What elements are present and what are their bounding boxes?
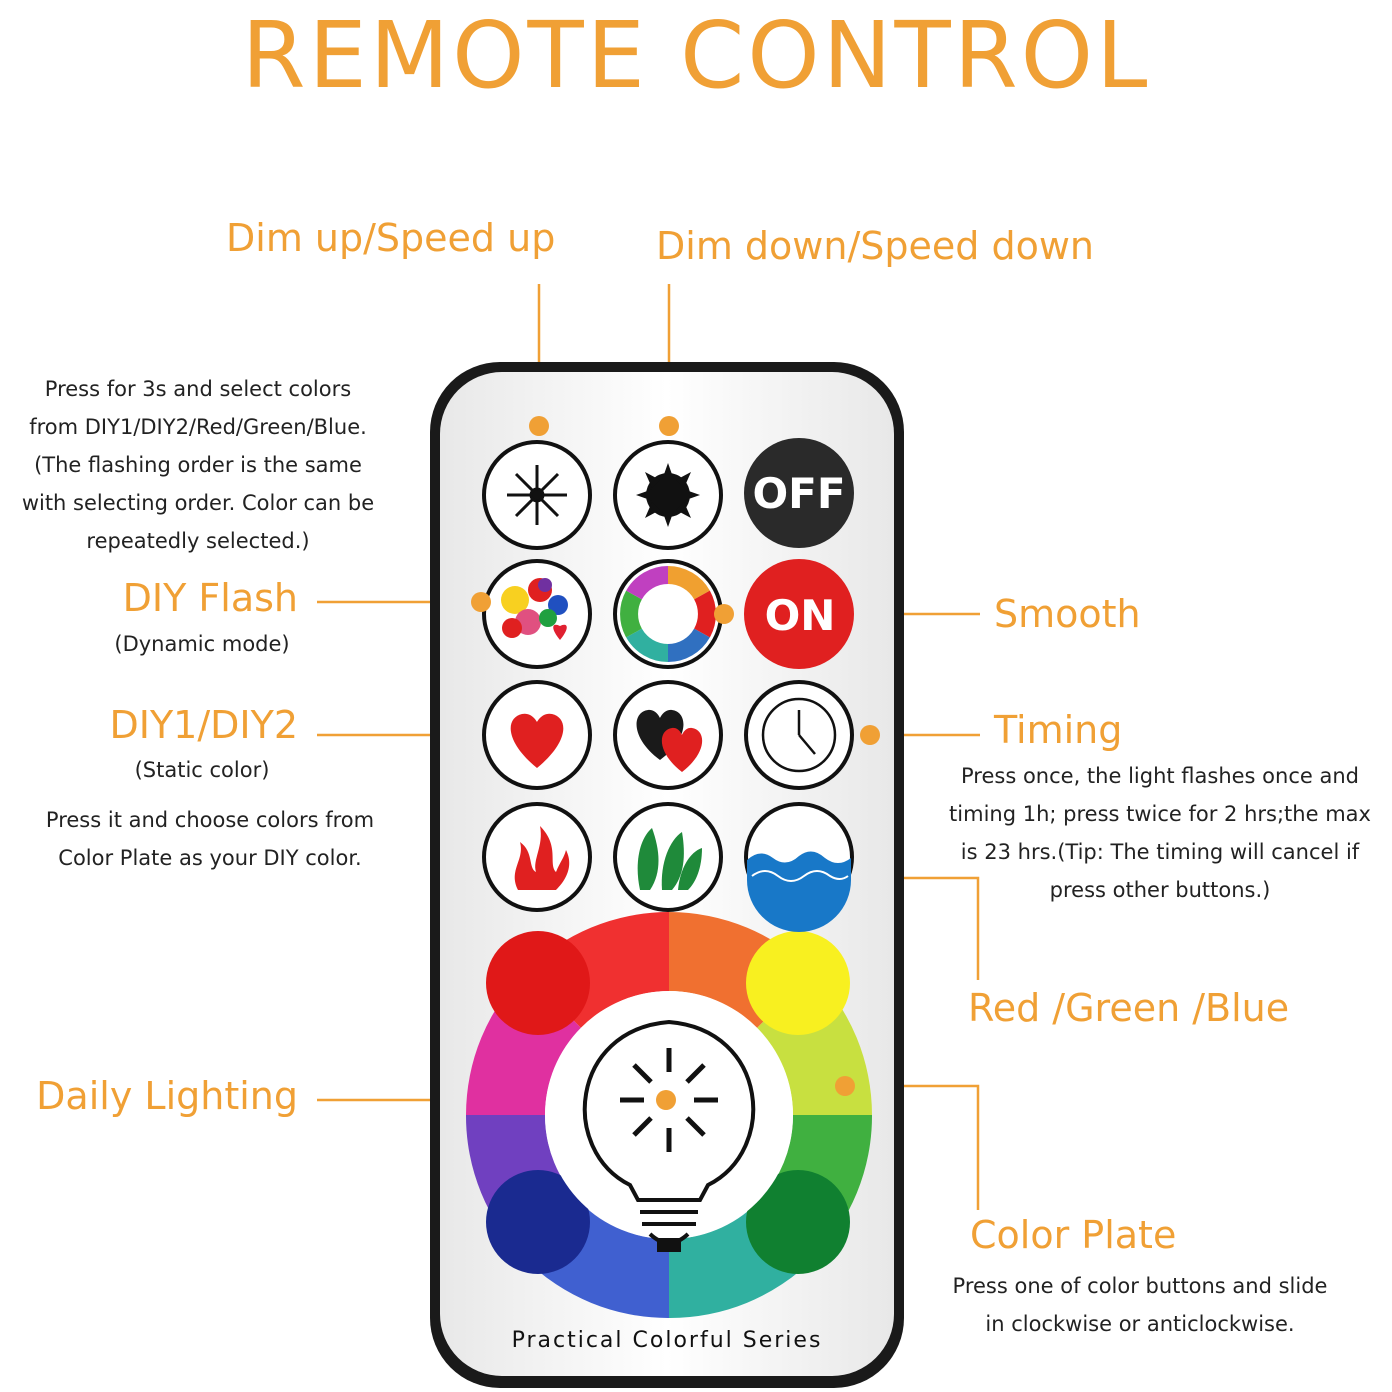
daily-lighting-label: Daily Lighting xyxy=(36,1074,298,1118)
note-line: Press once, the light flashes once and xyxy=(961,764,1359,788)
smooth-button[interactable] xyxy=(613,559,723,669)
note-line: Color Plate as your DIY color. xyxy=(58,846,362,870)
green-button[interactable] xyxy=(613,802,723,912)
diy12-sub: (Static color) xyxy=(134,758,270,782)
note-line: timing 1h; press twice for 2 hrs;the max xyxy=(949,802,1371,826)
diy-flash-button[interactable] xyxy=(482,559,592,669)
heart-icon xyxy=(510,713,564,768)
dim-up-button[interactable] xyxy=(482,440,592,550)
smooth-label: Smooth xyxy=(994,592,1141,636)
diy2-button[interactable] xyxy=(613,680,723,790)
off-button[interactable]: OFF xyxy=(744,438,854,548)
color-plate-label: Color Plate xyxy=(970,1213,1177,1257)
diy-flash-label: DIY Flash xyxy=(122,576,298,620)
dim-down-callout-dot xyxy=(659,416,679,436)
timing-label: Timing xyxy=(994,708,1123,752)
diy1-button[interactable] xyxy=(482,680,592,790)
timing-callout-dot xyxy=(860,725,880,745)
daily-callout-dot xyxy=(656,1090,676,1110)
blue-plate-button[interactable] xyxy=(486,1170,590,1274)
waves-icon xyxy=(747,851,851,932)
red-plate-button[interactable] xyxy=(486,931,590,1035)
timing-note: Press once, the light flashes once and t… xyxy=(935,757,1385,909)
timing-button[interactable] xyxy=(744,680,854,790)
note-line: repeatedly selected.) xyxy=(86,529,310,553)
blue-button[interactable] xyxy=(744,802,854,932)
smooth-callout-dot xyxy=(714,604,734,624)
diy12-label: DIY1/DIY2 xyxy=(109,703,298,747)
note-line: (The flashing order is the same xyxy=(34,453,362,477)
color-plate-callout-dot xyxy=(835,1076,855,1096)
leaves-icon xyxy=(637,828,702,890)
on-button-label: ON xyxy=(765,591,836,640)
on-button[interactable]: ON xyxy=(744,559,854,669)
light-bulb-icon[interactable] xyxy=(582,1019,756,1252)
color-plate-note: Press one of color buttons and slide in … xyxy=(930,1267,1350,1343)
page-title: REMOTE CONTROL xyxy=(241,2,1151,109)
color-ring-icon xyxy=(620,566,716,662)
dim-up-callout-dot xyxy=(529,416,549,436)
flame-icon xyxy=(514,826,570,890)
note-line: Press one of color buttons and slide xyxy=(952,1274,1328,1298)
sun-outline-icon xyxy=(507,465,567,525)
red-button[interactable] xyxy=(482,802,592,912)
sun-filled-icon xyxy=(636,463,700,527)
off-button-label: OFF xyxy=(752,469,845,518)
yellow-plate-button[interactable] xyxy=(746,931,850,1035)
note-line: in clockwise or anticlockwise. xyxy=(985,1312,1295,1336)
bubbles-heart-icon xyxy=(501,578,568,640)
note-line: with selecting order. Color can be xyxy=(21,491,375,515)
clock-icon xyxy=(761,697,837,773)
note-line: Press for 3s and select colors xyxy=(44,377,352,401)
note-line: press other buttons.) xyxy=(1049,878,1271,902)
dim-down-label: Dim down/Speed down xyxy=(656,224,1094,268)
series-label: Practical Colorful Series xyxy=(511,1328,823,1353)
green-plate-button[interactable] xyxy=(746,1170,850,1274)
diy-flash-callout-dot xyxy=(471,592,491,612)
two-hearts-icon xyxy=(636,709,703,772)
press-3s-note: Press for 3s and select colors from DIY1… xyxy=(0,370,396,560)
diy-flash-sub: (Dynamic mode) xyxy=(114,632,290,656)
dim-up-label: Dim up/Speed up xyxy=(226,216,556,260)
note-line: from DIY1/DIY2/Red/Green/Blue. xyxy=(29,415,367,439)
diy-press-note: Press it and choose colors from Color Pl… xyxy=(10,801,410,877)
dim-down-button[interactable] xyxy=(613,440,723,550)
rgb-label: Red /Green /Blue xyxy=(968,986,1290,1030)
note-line: is 23 hrs.(Tip: The timing will cancel i… xyxy=(960,840,1360,864)
note-line: Press it and choose colors from xyxy=(45,808,375,832)
